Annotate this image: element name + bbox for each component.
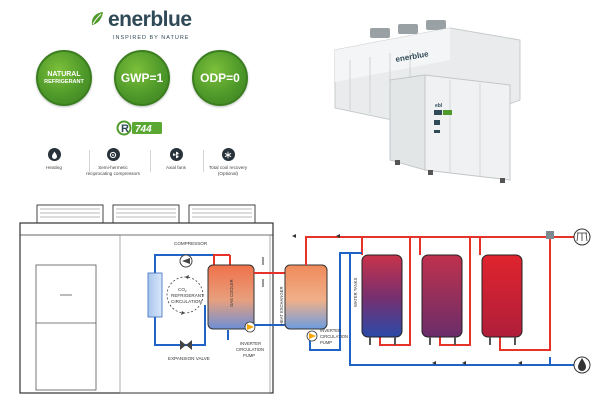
- r744-logo: R 744: [116, 119, 166, 137]
- label-circulation: CIRCULATION: [171, 299, 202, 304]
- badge-line2: REFRIGERANT: [44, 78, 84, 85]
- feature-label-2: reciprocating compressors: [86, 170, 140, 176]
- water-tank: [481, 254, 523, 338]
- label-refrigerant: REFRIGERANT: [171, 293, 204, 298]
- system-diagram: COMPRESSOR CO2 REFRIGERANT CIRCULATION E…: [19, 204, 591, 394]
- feature-heating: Heating: [24, 148, 84, 171]
- brand-logo: enerblue INSPIRED BY NATURE: [90, 8, 290, 44]
- label-expansion-valve: EXPANSION VALVE: [168, 356, 210, 361]
- compressor-icon: [106, 148, 120, 161]
- access-panel: [35, 264, 97, 391]
- odp-badge: ODP=0: [192, 50, 248, 106]
- label-gas-cooler: GAS COOLER: [229, 279, 234, 307]
- feature-fans: Axial fans: [146, 148, 206, 171]
- heat-exchanger: [284, 264, 328, 330]
- feature-divider: [203, 150, 204, 172]
- fan-grilles: [36, 204, 256, 224]
- odp-text: ODP=0: [200, 71, 240, 85]
- product-badge-text: ebl: [435, 103, 443, 109]
- feature-divider: [89, 150, 90, 172]
- brand-tagline: INSPIRED BY NATURE: [113, 35, 190, 41]
- label-pump-1: INVERTER: [240, 341, 261, 346]
- gwp-text: GWP=1: [120, 71, 164, 85]
- label-pump-2: INVERTER: [320, 328, 341, 333]
- brand-name: enerblue: [108, 8, 192, 31]
- badge-line1: NATURAL: [47, 71, 81, 79]
- feature-label: Semi-hermetic: [98, 165, 128, 170]
- feature-divider: [150, 150, 151, 172]
- label-heat-exchanger: HEAT EXCHANGER: [279, 287, 284, 325]
- feature-label: Total cool recovery: [208, 165, 248, 170]
- water-tank: [421, 254, 463, 338]
- label-pump-2: PUMP: [320, 340, 332, 345]
- product-image: enerblue ebl: [334, 20, 521, 183]
- feature-cool-recovery: Total cool recovery (Optional): [198, 148, 258, 176]
- evaporator: [147, 272, 163, 318]
- label-pump-1: CIRCULATION: [236, 347, 264, 352]
- label-co2: CO2: [178, 287, 187, 293]
- feature-label: Heating: [46, 165, 62, 170]
- label-pump-2: CIRCULATION: [320, 334, 348, 339]
- feature-compressors: Semi-hermetic reciprocating compressors: [83, 148, 143, 176]
- label-pump-1: PUMP: [243, 353, 255, 358]
- label-water-tanks: WATER TANKS: [353, 277, 358, 307]
- fan-icon: [169, 148, 183, 161]
- water-tank: [361, 254, 403, 338]
- gwp-badge: GWP=1: [114, 50, 170, 106]
- feature-label: Axial fans: [166, 165, 186, 170]
- label-compressor: COMPRESSOR: [174, 241, 208, 246]
- gas-cooler: [207, 264, 255, 330]
- natural-refrigerant-badge: NATURAL REFRIGERANT: [36, 50, 92, 106]
- r744-prefix: R: [121, 123, 129, 135]
- snowflake-icon: [221, 148, 235, 161]
- flame-drop-icon: [47, 148, 61, 161]
- leaf-icon: [91, 12, 103, 25]
- r744-number: 744: [135, 124, 152, 135]
- feature-label-2: (Optional): [217, 170, 239, 176]
